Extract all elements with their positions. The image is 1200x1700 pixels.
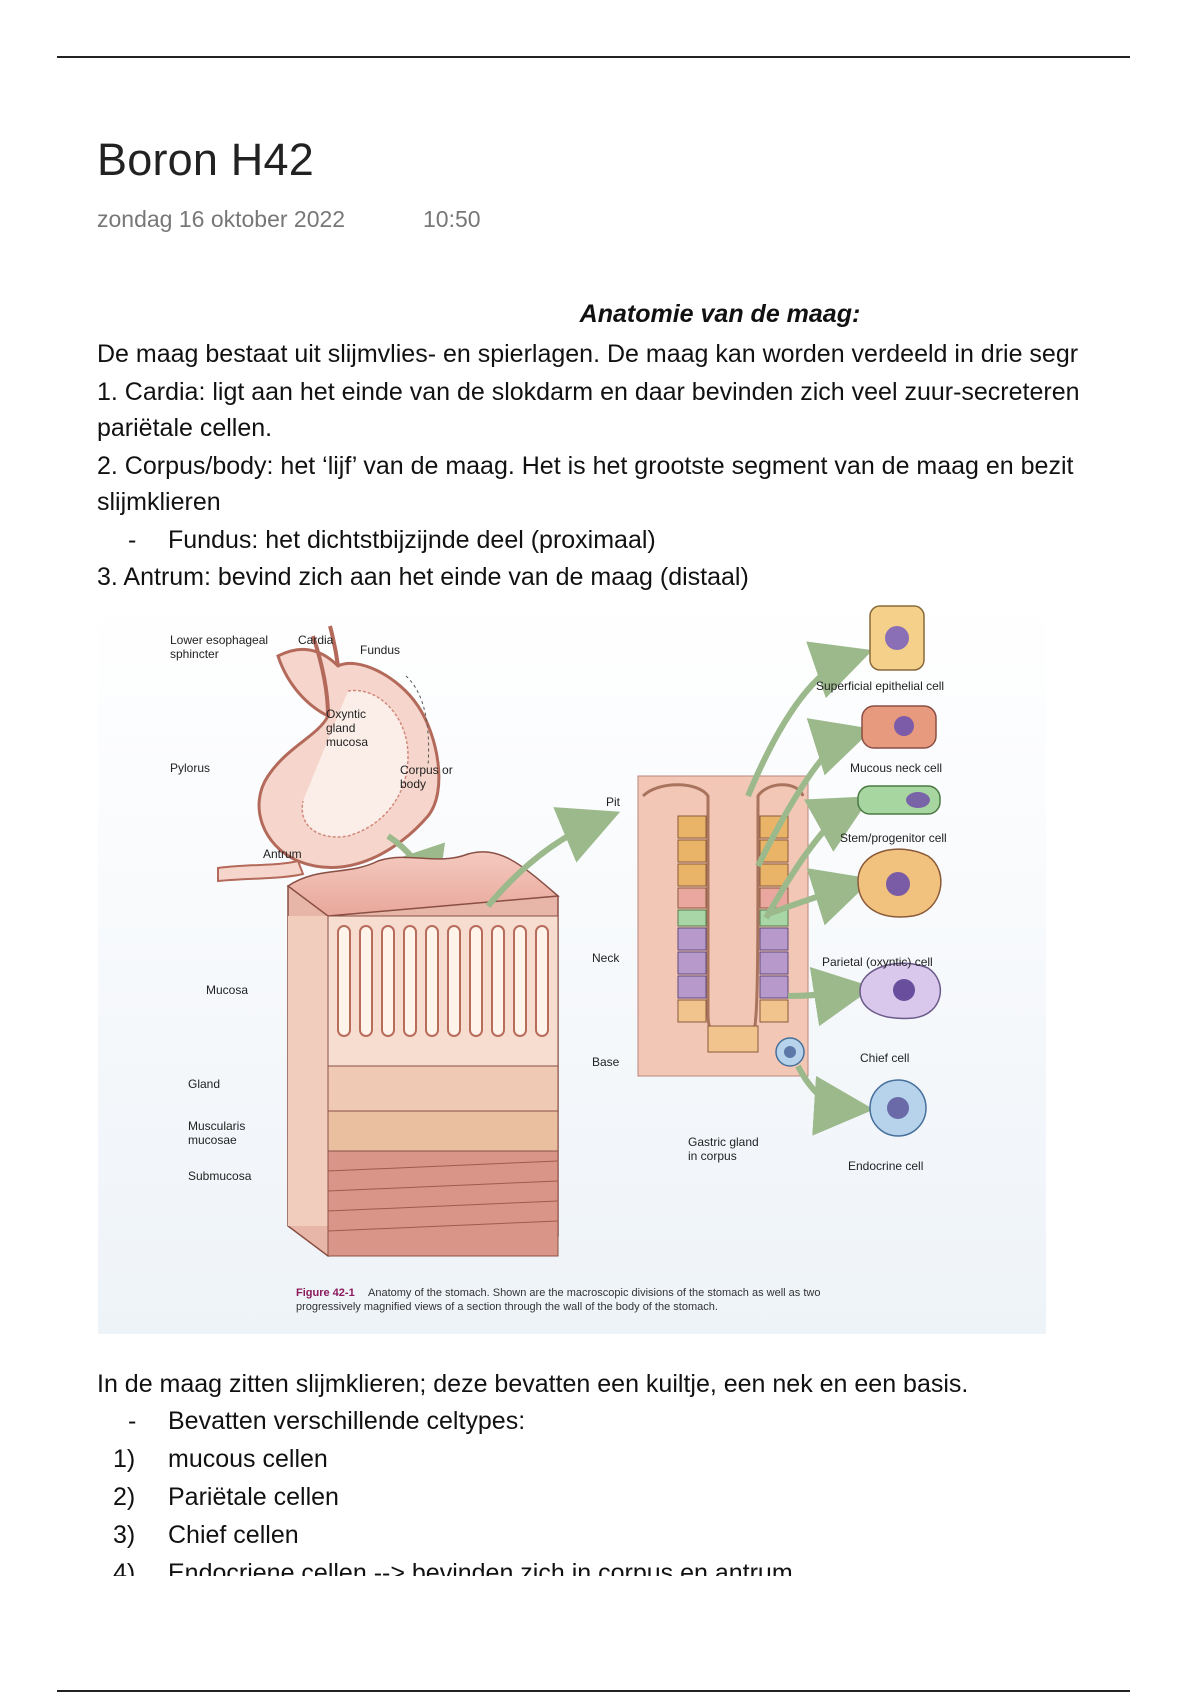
label-mucosa: Mucosa xyxy=(206,983,248,997)
item2-line2: slijmklieren xyxy=(97,488,221,516)
list-item-4: Endocriene cellen --> bevinden zich in c… xyxy=(168,1559,793,1576)
list-item-2: Pariëtale cellen xyxy=(168,1483,339,1511)
label-les-1: Lower esophageal xyxy=(170,633,268,647)
list-num-1: 1) xyxy=(113,1445,136,1473)
label-fundus: Fundus xyxy=(360,643,400,657)
list-num-4: 4) xyxy=(113,1559,136,1576)
label-gastric-1: Gastric gland xyxy=(688,1135,759,1149)
label-submucosa: Submucosa xyxy=(188,1169,252,1183)
label-pit: Pit xyxy=(606,795,621,809)
item1-line1: 1. Cardia: ligt aan het einde van de slo… xyxy=(97,378,1080,406)
figure-caption-label: Figure 42-1 xyxy=(296,1287,355,1299)
label-cell-parietal: Parietal (oxyntic) cell xyxy=(822,955,933,969)
label-muscularis-2: mucosae xyxy=(188,1133,237,1147)
glands-bullet: - xyxy=(128,1407,137,1435)
label-cell-stem: Stem/progenitor cell xyxy=(840,831,947,845)
label-base: Base xyxy=(592,1055,620,1069)
list-num-3: 3) xyxy=(113,1521,136,1549)
bottom-divider xyxy=(57,1690,1130,1692)
label-cell-endocrine: Endocrine cell xyxy=(848,1159,923,1173)
mucosa-block xyxy=(286,807,621,1257)
section-heading: Anatomie van de maag: xyxy=(579,300,861,328)
label-pylorus: Pylorus xyxy=(170,761,210,775)
label-gland: Gland xyxy=(188,1077,220,1091)
figure-caption-line2: progressively magnified views of a secti… xyxy=(296,1301,718,1313)
stomach-anatomy-figure: Lower esophageal sphincter Cardia Fundus… xyxy=(98,596,1046,1334)
intro-text: De maag bestaat uit slijmvlies- en spier… xyxy=(97,340,1079,368)
page-time: 10:50 xyxy=(423,206,481,232)
label-muscularis-1: Muscularis xyxy=(188,1119,245,1133)
label-antrum: Antrum xyxy=(263,847,302,861)
sub-bullet: - xyxy=(128,526,137,554)
cell-icons xyxy=(857,605,942,1137)
glands-bullet-text: Bevatten verschillende celtypes: xyxy=(168,1407,526,1435)
clipped-region: 4) Endocriene cellen --> bevinden zich i… xyxy=(0,1540,1200,1576)
label-oxyntic-2: gland xyxy=(326,721,355,735)
figure-caption-line1: Anatomy of the stomach. Shown are the ma… xyxy=(368,1287,820,1299)
top-divider xyxy=(57,56,1130,58)
label-oxyntic-1: Oxyntic xyxy=(326,707,366,721)
label-neck: Neck xyxy=(592,951,620,965)
label-corpus-2: body xyxy=(400,777,426,791)
label-gastric-2: in corpus xyxy=(688,1149,737,1163)
label-cell-chief: Chief cell xyxy=(860,1051,909,1065)
item2-line1: 2. Corpus/body: het ‘lijf’ van de maag. … xyxy=(97,452,1074,480)
label-les-2: sphincter xyxy=(170,647,219,661)
gastric-gland-panel xyxy=(637,775,809,1077)
page-date: zondag 16 oktober 2022 xyxy=(97,206,346,232)
list-item-1: mucous cellen xyxy=(168,1445,328,1473)
page-title: Boron H42 xyxy=(97,134,314,185)
label-cell-superficial: Superficial epithelial cell xyxy=(816,679,944,693)
item1-line2: pariëtale cellen. xyxy=(97,414,273,442)
label-corpus-1: Corpus or xyxy=(400,763,453,777)
list-item-3: Chief cellen xyxy=(168,1521,299,1549)
label-cell-mucous-neck: Mucous neck cell xyxy=(850,761,942,775)
label-oxyntic-3: mucosa xyxy=(326,735,368,749)
glands-intro: In de maag zitten slijmklieren; deze bev… xyxy=(97,1370,969,1398)
label-cardia: Cardia xyxy=(298,633,334,647)
sub-item-fundus: Fundus: het dichtstbijzijnde deel (proxi… xyxy=(168,526,656,554)
list-num-2: 2) xyxy=(113,1483,136,1511)
item3-line: 3. Antrum: bevind zich aan het einde van… xyxy=(97,563,749,591)
